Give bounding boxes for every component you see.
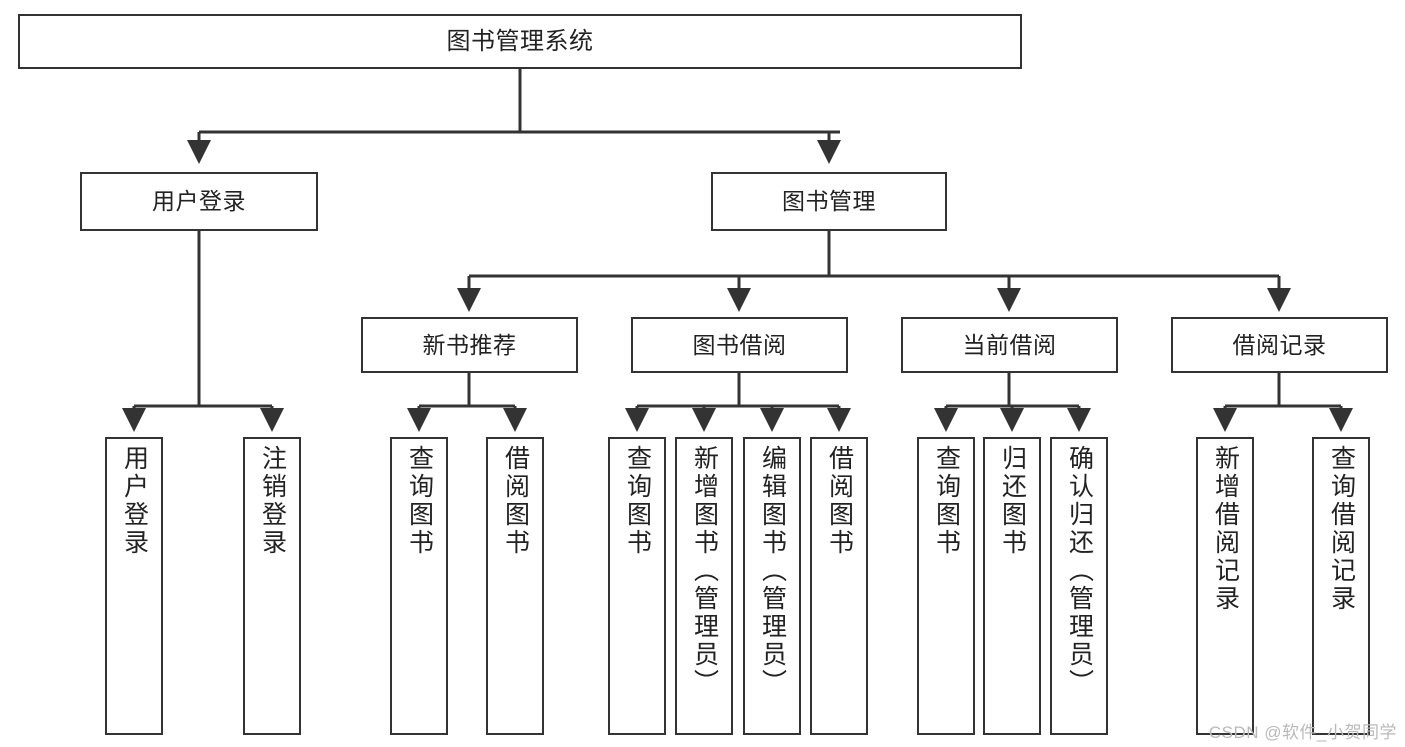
node-label: 查询图书 bbox=[405, 445, 434, 557]
node-leaf-borrow-book-1[interactable]: 借阅图书 bbox=[486, 437, 544, 735]
node-label: 查询借阅记录 bbox=[1327, 445, 1356, 613]
node-label: 注销登录 bbox=[258, 445, 287, 557]
node-label: 查询图书 bbox=[623, 445, 652, 557]
node-leaf-logout[interactable]: 注销登录 bbox=[243, 437, 301, 735]
node-label: 新增图书（管理员） bbox=[690, 445, 719, 697]
node-leaf-borrow-book-2[interactable]: 借阅图书 bbox=[810, 437, 868, 735]
node-label: 查询图书 bbox=[932, 445, 961, 557]
node-label: 编辑图书（管理员） bbox=[758, 445, 787, 697]
node-label: 借阅图书 bbox=[501, 445, 530, 557]
node-leaf-add-record[interactable]: 新增借阅记录 bbox=[1196, 437, 1254, 735]
node-label: 当前借阅 bbox=[962, 331, 1057, 358]
node-label: 确认归还（管理员） bbox=[1065, 445, 1094, 697]
node-new-book-recommend[interactable]: 新书推荐 bbox=[361, 317, 578, 373]
node-label: 图书管理系统 bbox=[446, 27, 594, 55]
node-label: 图书借阅 bbox=[692, 331, 787, 358]
node-borrow-record[interactable]: 借阅记录 bbox=[1171, 317, 1388, 373]
node-leaf-query-book-2[interactable]: 查询图书 bbox=[608, 437, 666, 735]
node-leaf-user-login[interactable]: 用户登录 bbox=[105, 437, 163, 735]
node-leaf-query-book-1[interactable]: 查询图书 bbox=[390, 437, 448, 735]
node-root-system[interactable]: 图书管理系统 bbox=[18, 14, 1022, 69]
node-label: 借阅图书 bbox=[825, 445, 854, 557]
node-leaf-query-book-3[interactable]: 查询图书 bbox=[917, 437, 975, 735]
node-label: 用户登录 bbox=[120, 445, 149, 557]
node-leaf-confirm-return[interactable]: 确认归还（管理员） bbox=[1050, 437, 1108, 735]
node-current-borrow[interactable]: 当前借阅 bbox=[901, 317, 1118, 373]
node-label: 新增借阅记录 bbox=[1211, 445, 1240, 613]
node-label: 图书管理 bbox=[782, 188, 876, 215]
node-label: 借阅记录 bbox=[1232, 331, 1327, 358]
node-leaf-query-record[interactable]: 查询借阅记录 bbox=[1312, 437, 1370, 735]
node-leaf-return-book[interactable]: 归还图书 bbox=[983, 437, 1041, 735]
node-user-login[interactable]: 用户登录 bbox=[80, 172, 318, 231]
node-label: 用户登录 bbox=[152, 188, 246, 215]
node-label: 归还图书 bbox=[998, 445, 1027, 557]
node-label: 新书推荐 bbox=[422, 331, 517, 358]
node-book-borrow[interactable]: 图书借阅 bbox=[631, 317, 848, 373]
node-book-management[interactable]: 图书管理 bbox=[711, 172, 947, 231]
watermark-text: CSDN @软件_小贺同学 bbox=[1208, 723, 1397, 742]
node-leaf-add-book[interactable]: 新增图书（管理员） bbox=[675, 437, 733, 735]
node-leaf-edit-book[interactable]: 编辑图书（管理员） bbox=[743, 437, 801, 735]
